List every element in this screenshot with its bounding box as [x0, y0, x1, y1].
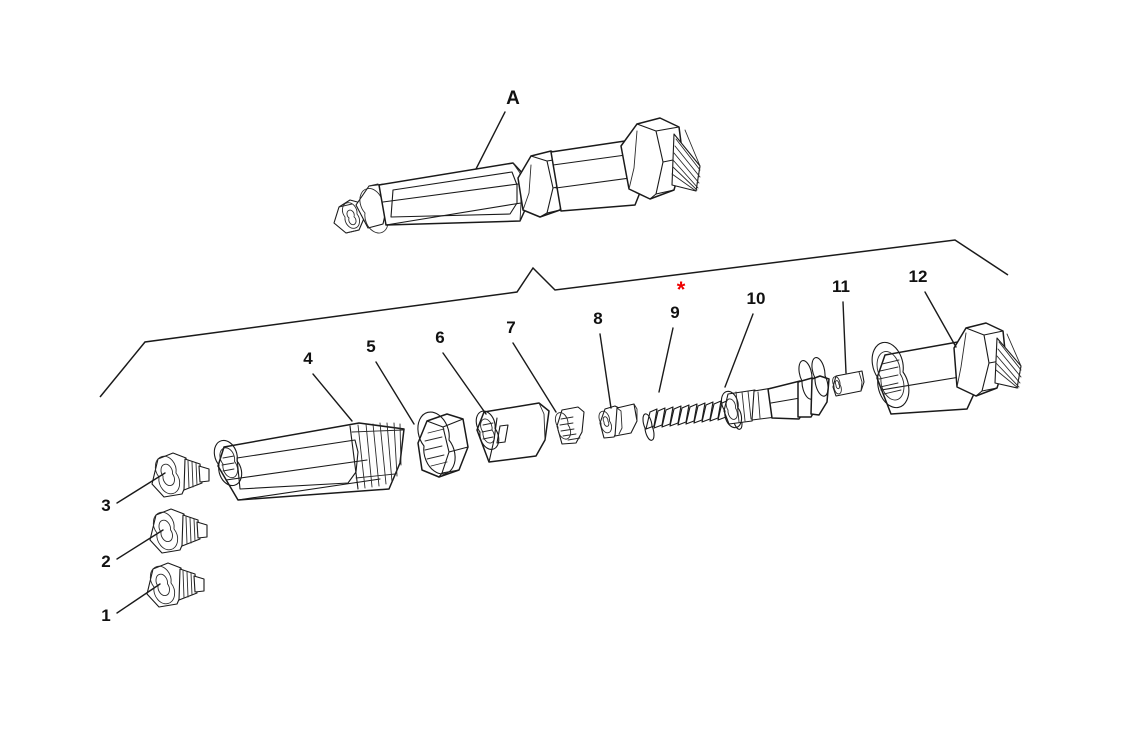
leader-line-12 — [924, 291, 957, 348]
leader-line-4 — [312, 373, 353, 422]
leader-line-11 — [842, 301, 847, 374]
callout-labels: A 1 2 3 4 5 6 7 8 9 10 11 12 * — [101, 88, 927, 625]
part-nozzle-plug-1 — [146, 562, 205, 608]
part-nozzle-plug-2 — [149, 508, 208, 554]
callout-label-3: 3 — [101, 496, 110, 515]
leader-line-9 — [658, 327, 674, 393]
leader-line-8 — [599, 333, 612, 409]
callout-label-6: 6 — [435, 328, 444, 347]
callout-label-7: 7 — [506, 318, 515, 337]
assembly-thread-stub — [671, 129, 701, 192]
leader-line-1 — [116, 583, 161, 614]
part-nozzle-plug-3 — [151, 452, 210, 498]
callout-label-1: 1 — [101, 606, 110, 625]
callout-label-10: 10 — [747, 289, 766, 308]
callout-label-9: 9 — [670, 303, 679, 322]
assembly-a-drawing — [333, 117, 701, 234]
callout-label-8: 8 — [593, 309, 602, 328]
callout-label-5: 5 — [366, 337, 375, 356]
leader-line-a — [475, 111, 506, 170]
part-hex-body-threaded-tube — [213, 422, 405, 501]
callout-label-2: 2 — [101, 552, 110, 571]
leader-line-2 — [116, 529, 164, 560]
part-coil-spring — [642, 398, 743, 441]
part-threaded-sleeve — [475, 402, 550, 463]
leader-lines — [116, 111, 957, 614]
part-hex-nut — [417, 411, 469, 478]
part-threaded-plunger-stem — [720, 357, 830, 429]
leader-line-6 — [442, 352, 487, 415]
leader-line-3 — [116, 472, 166, 504]
part-tapered-seat — [554, 406, 585, 445]
part-hex-body-housing — [871, 322, 1022, 415]
leader-line-10 — [724, 313, 754, 388]
grouping-bracket — [99, 239, 1009, 398]
callout-label-a: A — [506, 88, 520, 109]
callout-label-12: 12 — [909, 267, 928, 286]
callout-label-11: 11 — [832, 277, 850, 296]
leader-line-7 — [512, 342, 557, 413]
assembly-main-barrel — [378, 162, 531, 226]
leader-line-5 — [375, 361, 415, 425]
callout-label-4: 4 — [303, 349, 313, 368]
part-roll-pin — [832, 370, 865, 397]
part-collar-bushing — [598, 403, 638, 439]
service-asterisk-marker: * — [677, 277, 686, 302]
